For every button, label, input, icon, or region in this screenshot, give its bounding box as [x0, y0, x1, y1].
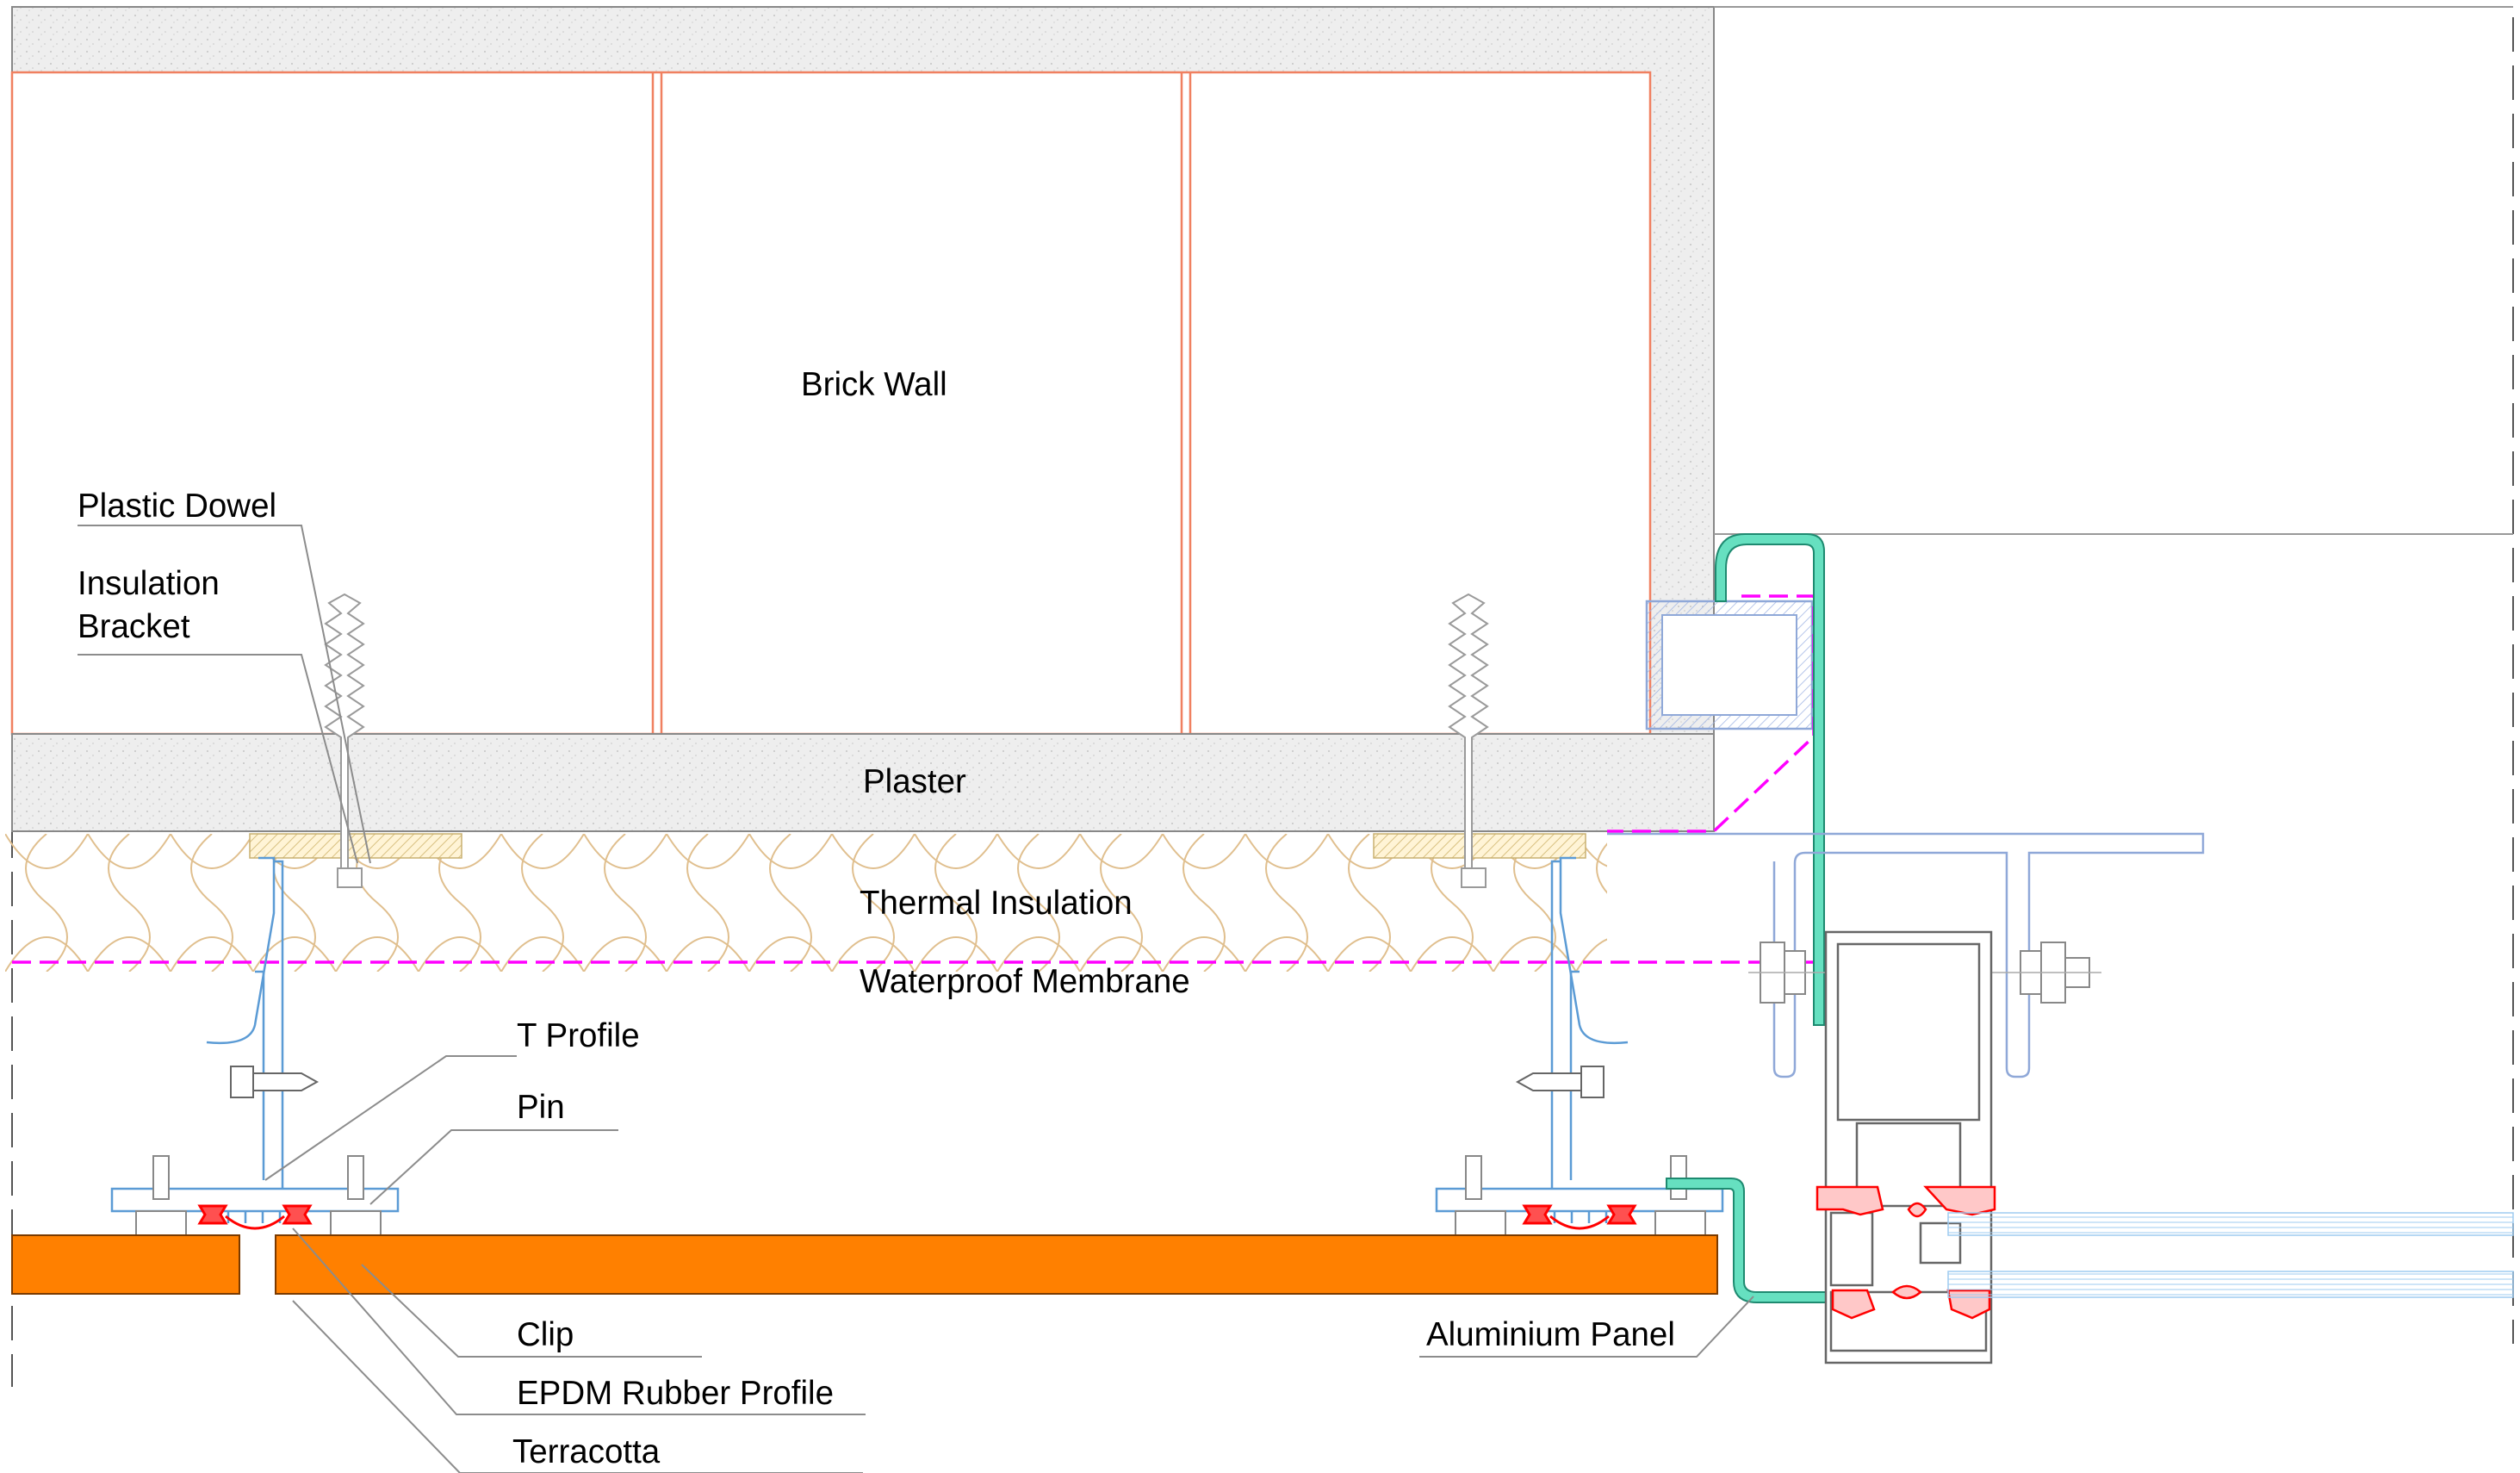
plaster-layer: [11, 733, 1715, 832]
label-terracotta: Terracotta: [512, 1433, 661, 1470]
terracotta-panel-right: [275, 1234, 1718, 1295]
brick-wall: [10, 71, 1652, 736]
thermal-insulation-layer: [5, 834, 1607, 972]
terracotta-panel-left: [11, 1234, 240, 1295]
label-pin: Pin: [517, 1089, 565, 1126]
label-insulation-bracket-line1: Insulation: [78, 565, 220, 602]
label-plaster: Plaster: [863, 763, 966, 800]
label-thermal-insulation: Thermal Insulation: [860, 885, 1133, 922]
membrane-flashing: [1607, 594, 1816, 833]
label-waterproof-membrane: Waterproof Membrane: [860, 963, 1190, 1000]
label-insulation-bracket-line2: Bracket: [78, 608, 190, 645]
label-t-profile: T Profile: [517, 1017, 640, 1054]
screw-right: [1515, 1066, 1604, 1098]
epdm-rubber-profiles: [197, 1204, 1637, 1230]
insulation-bracket-right: [1373, 833, 1586, 859]
window-support-bracket: [1607, 832, 2205, 1078]
bracket-and-t-profile-right: [1435, 856, 1724, 1223]
label-plastic-dowel: Plastic Dowel: [78, 488, 276, 525]
steel-tube: [1645, 600, 1814, 730]
glass-pane-lower: [1947, 1271, 2514, 1298]
label-aluminium-panel: Aluminium Panel: [1426, 1316, 1675, 1353]
leader-lines: [78, 525, 1754, 1473]
label-clip: Clip: [517, 1316, 574, 1353]
screw-left: [230, 1066, 320, 1098]
plastic-dowel-right: [1448, 593, 1489, 888]
label-brick-wall: Brick Wall: [801, 366, 947, 403]
glass-pane-upper: [1947, 1212, 2514, 1236]
label-epdm-rubber-profile: EPDM Rubber Profile: [517, 1375, 834, 1412]
